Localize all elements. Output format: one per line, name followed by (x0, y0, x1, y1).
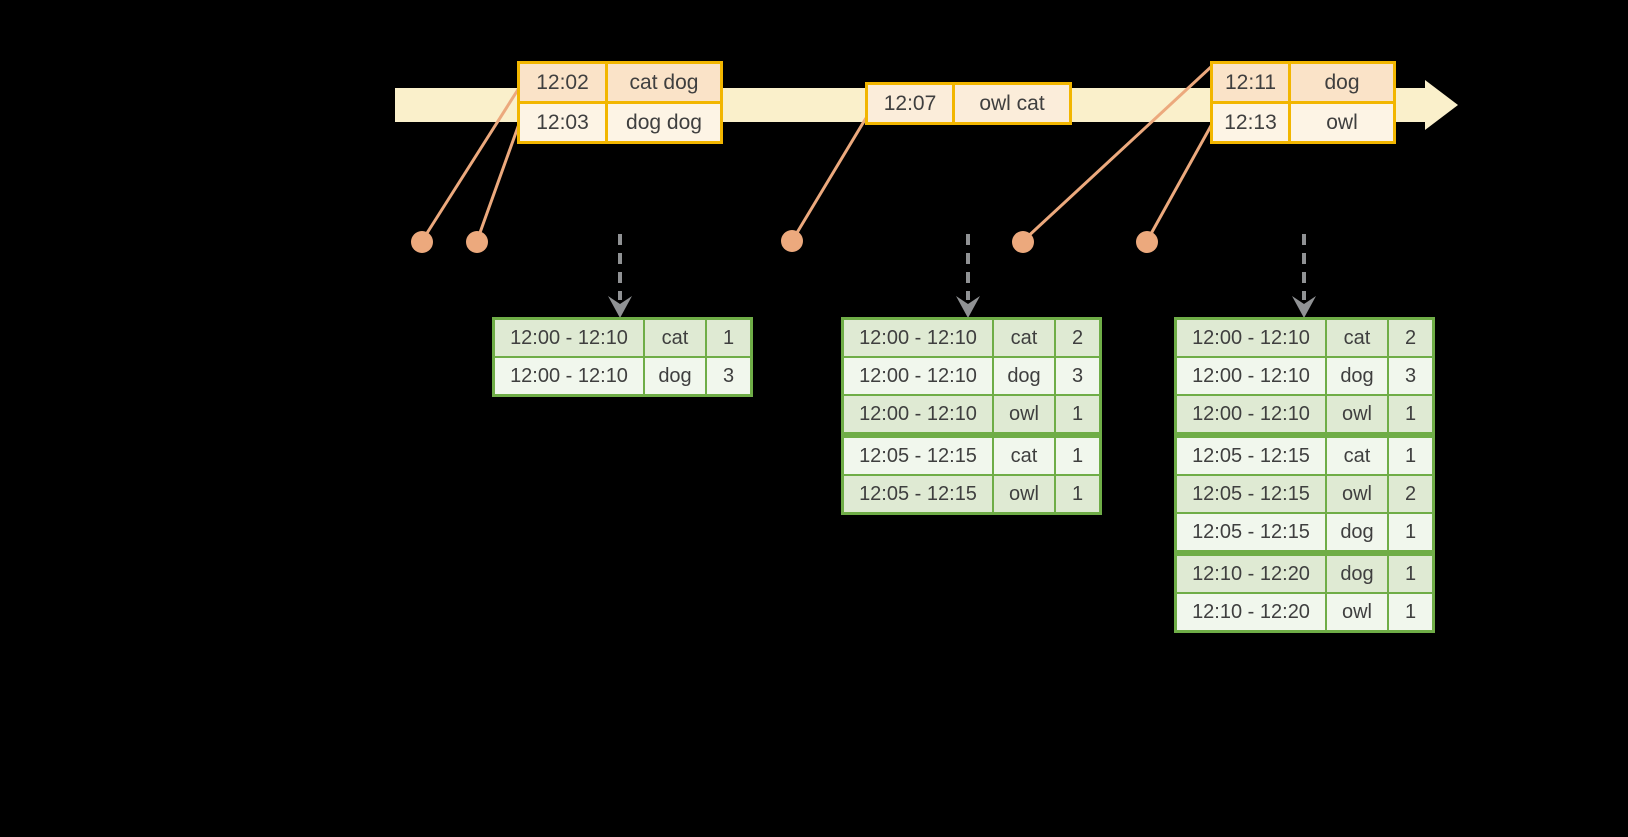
connector-line (475, 123, 521, 242)
event-words-cell: cat dog (608, 64, 720, 101)
window-group-divider (844, 434, 1099, 436)
window-cell: 12:05 - 12:15 (1177, 514, 1325, 550)
event-dot (411, 231, 433, 253)
connector-line (1021, 64, 1214, 243)
trigger-arrowheads (608, 296, 1316, 318)
count-cell: 2 (1056, 320, 1099, 356)
event-time-cell: 12:03 (520, 104, 605, 141)
window-cell: 12:00 - 12:10 (495, 358, 643, 394)
word-cell: cat (994, 438, 1054, 474)
word-cell: dog (1327, 556, 1387, 592)
event-dot (1012, 231, 1034, 253)
window-cell: 12:00 - 12:10 (1177, 320, 1325, 356)
window-cell: 12:10 - 12:20 (1177, 594, 1325, 630)
word-cell: cat (1327, 320, 1387, 356)
window-cell: 12:00 - 12:10 (844, 320, 992, 356)
window-cell: 12:00 - 12:10 (1177, 396, 1325, 432)
arrow-down-icon (956, 296, 980, 318)
word-cell: owl (1327, 396, 1387, 432)
word-cell: owl (1327, 594, 1387, 630)
window-cell: 12:10 - 12:20 (1177, 556, 1325, 592)
word-cell: dog (645, 358, 705, 394)
word-cell: owl (1327, 476, 1387, 512)
event-words-cell: dog dog (608, 104, 720, 141)
window-cell: 12:05 - 12:15 (844, 476, 992, 512)
event-words-cell: dog (1291, 64, 1393, 101)
event-time-cell: 12:02 (520, 64, 605, 101)
count-cell: 2 (1389, 476, 1432, 512)
window-cell: 12:00 - 12:10 (495, 320, 643, 356)
count-cell: 1 (1056, 438, 1099, 474)
count-cell: 1 (1389, 594, 1432, 630)
trigger-arrows (618, 234, 1306, 300)
count-cell: 1 (1389, 438, 1432, 474)
event-dot (781, 230, 803, 252)
connector-line (1145, 123, 1214, 242)
count-cell: 3 (1056, 358, 1099, 394)
window-cell: 12:05 - 12:15 (844, 438, 992, 474)
word-cell: owl (994, 396, 1054, 432)
event-dot (466, 231, 488, 253)
count-cell: 1 (1389, 556, 1432, 592)
word-cell: dog (1327, 514, 1387, 550)
event-dot (1136, 231, 1158, 253)
window-group-divider (1177, 434, 1432, 436)
event-time-cell: 12:11 (1213, 64, 1288, 101)
word-cell: cat (645, 320, 705, 356)
count-cell: 3 (707, 358, 750, 394)
connector-line (420, 87, 521, 242)
word-cell: dog (994, 358, 1054, 394)
window-group-divider (1177, 552, 1432, 554)
word-cell: cat (994, 320, 1054, 356)
window-cell: 12:05 - 12:15 (1177, 438, 1325, 474)
word-cell: owl (994, 476, 1054, 512)
window-cell: 12:00 - 12:10 (1177, 358, 1325, 394)
timeline-arrowhead-icon (1425, 80, 1458, 130)
count-cell: 1 (1389, 396, 1432, 432)
count-cell: 1 (1389, 514, 1432, 550)
arrow-down-icon (608, 296, 632, 318)
word-cell: cat (1327, 438, 1387, 474)
event-connectors (420, 64, 1214, 243)
event-words-cell: owl (1291, 104, 1393, 141)
event-dots (411, 230, 1158, 253)
count-cell: 3 (1389, 358, 1432, 394)
count-cell: 1 (707, 320, 750, 356)
count-cell: 2 (1389, 320, 1432, 356)
connector-line (790, 117, 868, 242)
count-cell: 1 (1056, 396, 1099, 432)
event-time-cell: 12:07 (868, 85, 952, 122)
window-cell: 12:00 - 12:10 (844, 396, 992, 432)
window-cell: 12:05 - 12:15 (1177, 476, 1325, 512)
window-cell: 12:00 - 12:10 (844, 358, 992, 394)
arrow-down-icon (1292, 296, 1316, 318)
count-cell: 1 (1056, 476, 1099, 512)
word-cell: dog (1327, 358, 1387, 394)
event-words-cell: owl cat (955, 85, 1069, 122)
event-time-cell: 12:13 (1213, 104, 1288, 141)
